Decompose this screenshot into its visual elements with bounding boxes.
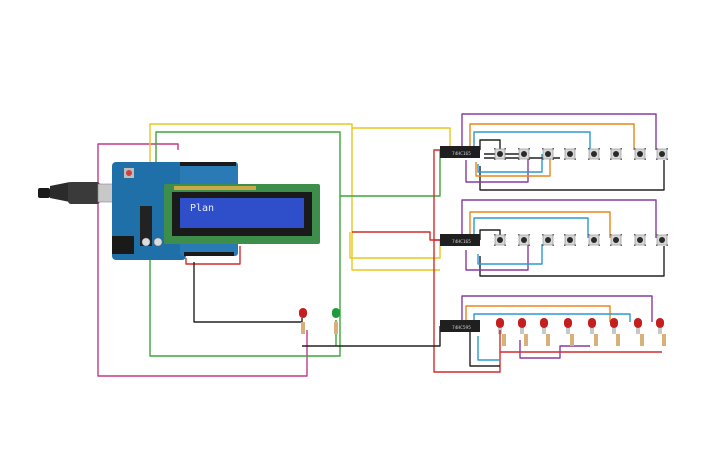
chip-top[interactable]: 74HC165 <box>440 146 480 158</box>
push-button[interactable] <box>518 234 530 246</box>
lcd-display-text: Plan <box>190 203 214 214</box>
push-button[interactable] <box>634 148 646 160</box>
power-jack <box>112 236 134 254</box>
wire-cyan-6[interactable] <box>477 336 500 361</box>
capacitor-1 <box>141 237 151 247</box>
led-red[interactable] <box>656 318 664 334</box>
push-button[interactable] <box>542 148 554 160</box>
resistor <box>301 322 305 334</box>
capacitor-2 <box>153 237 163 247</box>
wire-red-3[interactable] <box>433 149 501 373</box>
resistor <box>570 334 574 346</box>
led-red[interactable] <box>610 318 618 334</box>
push-button[interactable] <box>588 234 600 246</box>
led-red[interactable] <box>564 318 572 334</box>
push-button[interactable] <box>564 234 576 246</box>
push-button[interactable] <box>518 148 530 160</box>
push-button[interactable] <box>588 148 600 160</box>
wire-cyan-2[interactable] <box>473 217 589 240</box>
led-red[interactable] <box>518 318 526 334</box>
wire-purple-6[interactable] <box>519 340 590 359</box>
chip-bottom[interactable]: 74HC595 <box>440 320 480 332</box>
lcd-pin-header <box>174 186 256 190</box>
wire-black-1[interactable] <box>193 262 303 323</box>
resistor <box>546 334 550 346</box>
resistor <box>334 322 338 334</box>
analog-header <box>184 252 234 256</box>
wire-orange-2[interactable] <box>469 211 611 240</box>
chip-top-label: 74HC165 <box>452 151 471 157</box>
wire-purple-3[interactable] <box>461 295 653 326</box>
led-red[interactable] <box>496 318 504 334</box>
push-button[interactable] <box>542 234 554 246</box>
usb-cable-boot <box>68 182 100 204</box>
resistor <box>594 334 598 346</box>
push-button[interactable] <box>494 148 506 160</box>
wire-yellow-1[interactable] <box>149 123 440 271</box>
wire-purple-2[interactable] <box>461 199 657 240</box>
push-button[interactable] <box>634 234 646 246</box>
push-button[interactable] <box>610 148 622 160</box>
wire-black-5[interactable] <box>469 326 500 367</box>
wire-red-2[interactable] <box>352 231 440 241</box>
wire-red-1[interactable] <box>185 246 241 265</box>
wire-orange-1[interactable] <box>469 123 635 150</box>
resistor <box>616 334 620 346</box>
wire-cyan-1[interactable] <box>473 131 591 150</box>
wire-black-2[interactable] <box>302 326 441 347</box>
push-button[interactable] <box>656 234 668 246</box>
wire-black-3[interactable] <box>479 139 665 191</box>
led-red-standalone[interactable] <box>299 308 307 334</box>
button-row-top <box>494 148 668 160</box>
resistor <box>502 334 506 346</box>
wire-green-1[interactable] <box>155 131 441 197</box>
chip-middle[interactable]: 74HC165 <box>440 234 480 246</box>
push-button[interactable] <box>494 234 506 246</box>
push-button[interactable] <box>656 148 668 160</box>
wire-yellow-3[interactable] <box>349 232 441 259</box>
led-red[interactable] <box>634 318 642 334</box>
resistor <box>640 334 644 346</box>
wire-purple-1[interactable] <box>461 113 657 150</box>
led-row-bottom <box>496 318 666 346</box>
wire-purple-4[interactable] <box>465 150 529 183</box>
led-red[interactable] <box>588 318 596 334</box>
push-button[interactable] <box>610 234 622 246</box>
led-green-standalone[interactable] <box>332 308 340 334</box>
wire-cyan-4[interactable] <box>477 154 543 173</box>
push-button[interactable] <box>564 148 576 160</box>
reset-button-cap[interactable] <box>126 170 132 176</box>
led-red[interactable] <box>540 318 548 334</box>
wire-magenta[interactable] <box>97 143 308 377</box>
lcd-screen <box>180 198 304 228</box>
wires <box>97 113 665 377</box>
chip-bottom-label: 74HC595 <box>452 325 471 331</box>
resistor <box>524 334 528 346</box>
atmega-chip <box>140 206 152 246</box>
button-row-middle <box>494 234 668 246</box>
lcd-module[interactable]: Plan <box>164 184 320 244</box>
resistor <box>662 334 666 346</box>
usb-cable-plug <box>38 188 50 198</box>
usb-cable <box>50 182 70 202</box>
wire-green-2[interactable] <box>149 196 341 357</box>
wire-orange-4[interactable] <box>475 152 551 177</box>
chip-middle-label: 74HC165 <box>452 239 471 245</box>
wire-purple-5[interactable] <box>465 240 529 271</box>
wire-cyan-5[interactable] <box>477 244 543 265</box>
digital-header <box>180 162 236 166</box>
